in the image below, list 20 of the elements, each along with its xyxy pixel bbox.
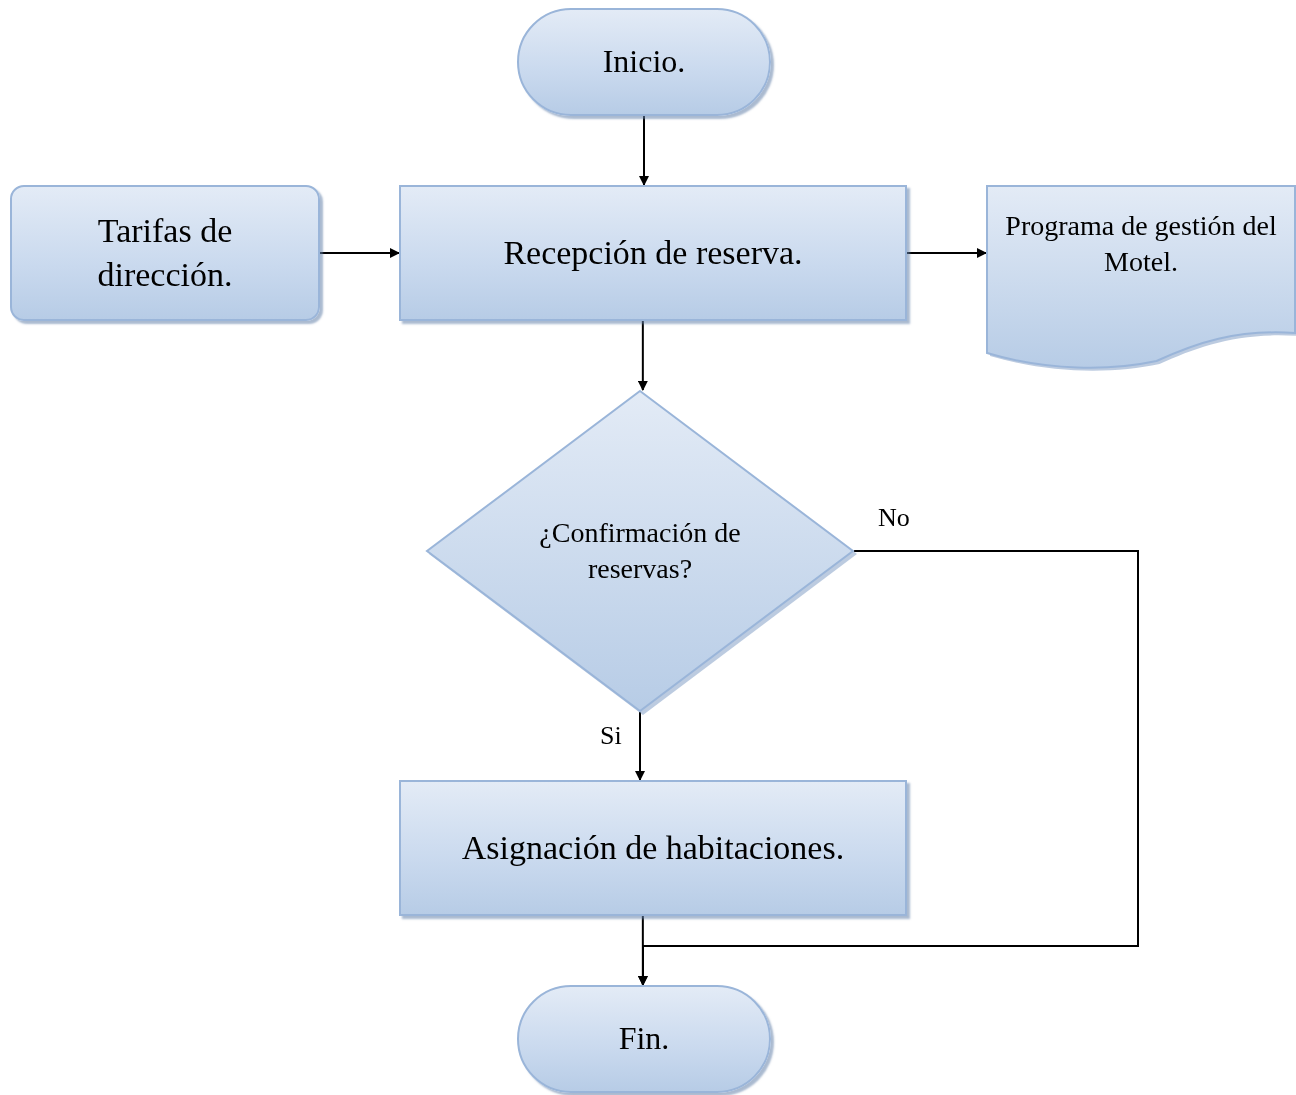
node-label: Recepción de reserva. bbox=[503, 232, 803, 273]
arrow bbox=[637, 320, 648, 391]
decision-diamond bbox=[426, 390, 854, 712]
node-label: Fin. bbox=[618, 1019, 670, 1059]
process-box bbox=[10, 185, 320, 321]
node-label: ¿Confirmación de reservas? bbox=[538, 515, 742, 586]
arrow bbox=[635, 711, 645, 781]
node-label: Inicio. bbox=[602, 42, 686, 82]
arrow bbox=[639, 115, 649, 186]
arrow bbox=[637, 915, 648, 986]
process-box bbox=[399, 185, 907, 321]
document-shape bbox=[986, 185, 1296, 373]
arrow bbox=[319, 248, 400, 258]
terminator-shape bbox=[517, 8, 771, 116]
node-label: Asignación de habitaciones. bbox=[461, 827, 845, 868]
terminator-shape bbox=[517, 985, 771, 1093]
node-label: Programa de gestión del Motel. bbox=[1004, 208, 1278, 279]
node-label: Tarifas de dirección. bbox=[96, 210, 234, 295]
process-box bbox=[399, 780, 907, 916]
arrow bbox=[906, 248, 987, 258]
